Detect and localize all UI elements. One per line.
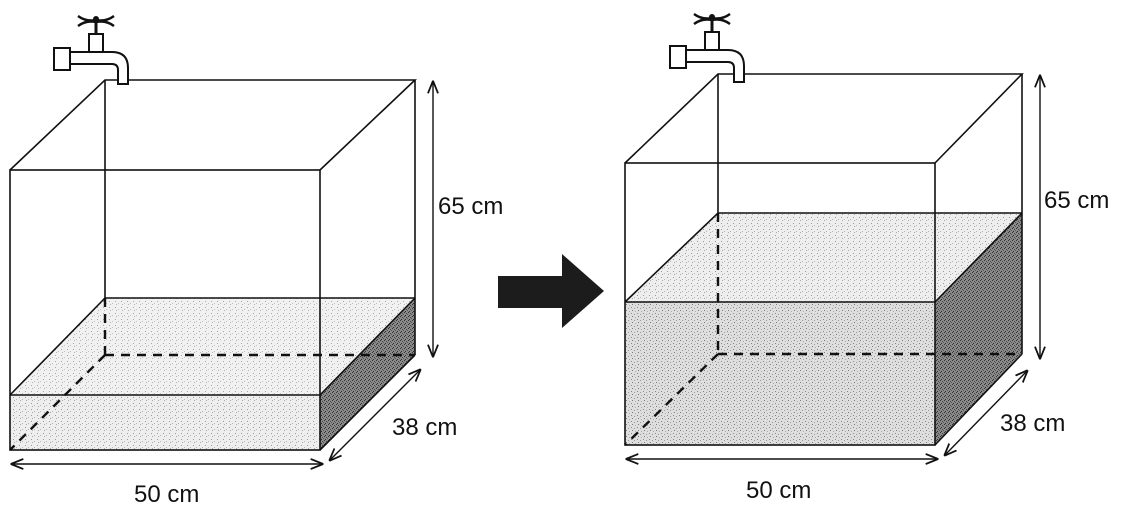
depth-label-after: 38 cm bbox=[1000, 410, 1065, 437]
water-top-after bbox=[625, 213, 1022, 302]
transition-arrow-icon bbox=[498, 254, 604, 328]
faucet-icon bbox=[53, 15, 129, 85]
water-front-before bbox=[10, 395, 320, 450]
depth-arrow-after bbox=[945, 371, 1027, 455]
water-front-after bbox=[625, 302, 935, 445]
water-top-before bbox=[10, 298, 415, 395]
width-label-after: 50 cm bbox=[746, 477, 811, 504]
depth-arrow-before bbox=[330, 370, 420, 460]
height-label-before: 65 cm bbox=[438, 193, 503, 220]
hidden-edge-depth-after bbox=[624, 353, 719, 446]
tank-front-face-after bbox=[624, 162, 936, 446]
faucet-icon bbox=[669, 13, 745, 83]
depth-label-before: 38 cm bbox=[392, 414, 457, 441]
hidden-edge-depth-before bbox=[9, 354, 106, 451]
height-label-after: 65 cm bbox=[1044, 187, 1109, 214]
tank-before: 65 cm 38 cm 50 cm bbox=[9, 15, 503, 506]
width-label-before: 50 cm bbox=[134, 481, 199, 506]
tank-front-face-before bbox=[9, 169, 321, 451]
tank-after: 65 cm 38 cm 50 cm bbox=[624, 13, 1109, 504]
